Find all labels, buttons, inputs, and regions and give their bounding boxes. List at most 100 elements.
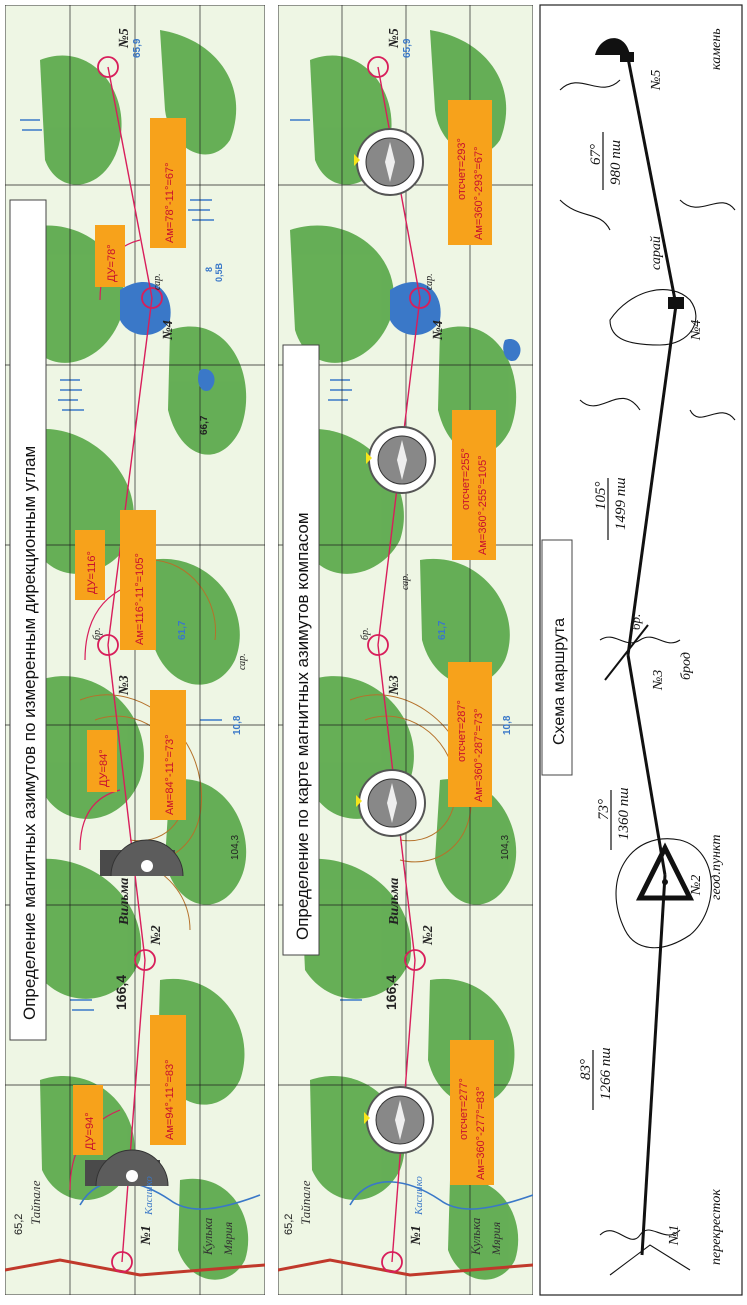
route-points [367, 56, 431, 1273]
point-labels: №1 №2 №3 №4 №5 [387, 28, 446, 1246]
am-labels: Ам=94°-11°=83° Ам=84°-11°=73° Ам=116°-11… [120, 118, 186, 1145]
forest-areas [290, 30, 519, 1280]
compass-icon [356, 769, 426, 837]
reading-label-4: отсчет=293° [456, 138, 468, 200]
stream-label: Касинко [143, 1176, 155, 1216]
leg-3-azimuth: 105° [593, 482, 609, 511]
leg-3-distance: 1499 пш [613, 477, 629, 530]
village-taipale: Тайпале [298, 1180, 313, 1225]
village-taipale: Тайпале [28, 1180, 43, 1225]
scheme-point-4: №4 [689, 320, 704, 341]
height-617: 61,7 [437, 620, 448, 640]
am-label-1: Ам=360°-277°=83° [475, 1086, 487, 1180]
height-652: 65,2 [13, 1214, 25, 1235]
point-labels: №1 №2 №3 №4 №5 [117, 28, 176, 1246]
route-scheme: Схема маршрута [539, 4, 743, 1296]
point-2-label: №2 [421, 925, 436, 946]
leg-4-azimuth: 67° [588, 144, 604, 165]
am-label-3: Ам=116°-11°=105° [134, 553, 146, 645]
landmark-barn: сарай [649, 236, 664, 270]
du-labels: ДУ=94° ДУ=84° ДУ=116° ДУ=78° [73, 225, 125, 1155]
scheme-route [626, 57, 678, 1256]
height-108: 10,8 [232, 715, 243, 735]
panel-2-title: Определение по карте магнитных азимутов … [293, 512, 312, 940]
water [349, 281, 533, 1210]
forest-areas [20, 30, 249, 1280]
marsh-hatching [20, 119, 222, 1011]
am-label-1: Ам=94°-11°=83° [164, 1060, 176, 1141]
road [278, 1258, 533, 1277]
hill-height: 166,4 [383, 975, 399, 1010]
hill-height: 166,4 [113, 975, 129, 1010]
terrain-sketch [559, 79, 736, 1276]
am-label-2: Ам=84°-11°=73° [164, 735, 176, 816]
height-1043: 104,3 [230, 835, 241, 860]
hill-name: Вильма [117, 878, 132, 926]
barn-icon [668, 297, 684, 309]
scheme-point-1: №1 [667, 1225, 682, 1246]
scheme-point-5: №5 [649, 70, 664, 91]
sar-label-2: сар. [237, 653, 248, 670]
compass-icon [366, 426, 436, 494]
am-label-2: Ам=360°-287°=73° [473, 708, 485, 802]
landmark-stone: камень [709, 28, 724, 70]
height-667: 66,7 [199, 415, 210, 435]
height-1043: 104,3 [500, 835, 511, 860]
scheme-point-3: №3 [651, 670, 666, 691]
compass-icon [354, 128, 424, 196]
point-5-label: №5 [387, 28, 402, 49]
scheme-landmarks: перекресток геод.пункт брод сарай камень… [628, 28, 724, 1265]
leg-4-distance: 980 пш [608, 140, 624, 185]
compass-readings: отсчет=277° Ам=360°-277°=83° отсчет=287°… [448, 100, 496, 1185]
leg-2-distance: 1360 пш [616, 787, 632, 840]
scheme-br-label: бр. [628, 614, 643, 630]
hill-name: Вильма [387, 878, 402, 926]
leg-1-azimuth: 83° [578, 1059, 594, 1080]
br-label: бр. [92, 627, 103, 640]
road [5, 1258, 265, 1277]
point-1-label: №1 [409, 1225, 424, 1246]
village-kulka: Кулька [468, 1217, 483, 1256]
village-kulka: Кулька [200, 1217, 215, 1256]
stream-label: Касинко [413, 1176, 425, 1216]
point-5-label: №5 [117, 28, 132, 49]
am-label-3: Ам=360°-255°=105° [477, 455, 489, 555]
depth-label: 8 [204, 267, 214, 272]
leg-1-distance: 1266 пш [598, 1047, 614, 1100]
sar-label-1: сар. [424, 273, 435, 290]
point-4-label: №4 [161, 320, 176, 341]
panel-1-map: Тайпале Кулька Мярия Касинко 65,2 65,9 6… [5, 5, 265, 1295]
reading-label-3: отсчет=255° [460, 448, 472, 510]
scheme-point-labels: №1 №2 №3 №4 №5 [649, 70, 704, 1246]
am-label-4: Ам=360°-293°=67° [473, 146, 485, 240]
panel-2-map: Тайпале Кулька Мярия Касинко 65,2 65,9 6… [278, 5, 533, 1295]
geodetic-point-icon [635, 842, 695, 901]
height-617: 61,7 [177, 620, 188, 640]
map-labels: Тайпале Кулька Мярия Касинко 65,2 65,9 6… [13, 38, 248, 1256]
point-4-label: №4 [431, 320, 446, 341]
reading-label-1: отсчет=277° [458, 1078, 470, 1140]
height-659: 65,9 [402, 38, 413, 58]
reading-label-2: отсчет=287° [456, 700, 468, 762]
landmark-geodetic: геод.пункт [709, 834, 724, 900]
stone-icon [595, 38, 630, 55]
village-mariya: Мярия [489, 1221, 503, 1256]
scheme-legs: 83° 1266 пш 73° 1360 пш 105° 1499 пш 67°… [578, 132, 632, 1110]
route-points [97, 56, 163, 1273]
depth-label-2: 0,5В [214, 262, 224, 282]
protractor-icon [100, 839, 184, 877]
du-label-2: ДУ=84° [98, 749, 110, 787]
am-label-4: Ам=78°-11°=67° [164, 163, 176, 244]
scheme-title: Схема маршрута [551, 618, 568, 745]
route-line [107, 66, 153, 1263]
point-2-label: №2 [149, 925, 164, 946]
point-3-label: №3 [117, 675, 132, 696]
village-mariya: Мярия [221, 1221, 235, 1256]
sar-label-1: сар. [152, 273, 163, 290]
leg-2-azimuth: 73° [596, 799, 612, 820]
compass-icon [364, 1086, 434, 1154]
map-labels: Тайпале Кулька Мярия Касинко 65,2 65,9 6… [283, 38, 513, 1256]
scheme-point-2: №2 [689, 875, 704, 896]
